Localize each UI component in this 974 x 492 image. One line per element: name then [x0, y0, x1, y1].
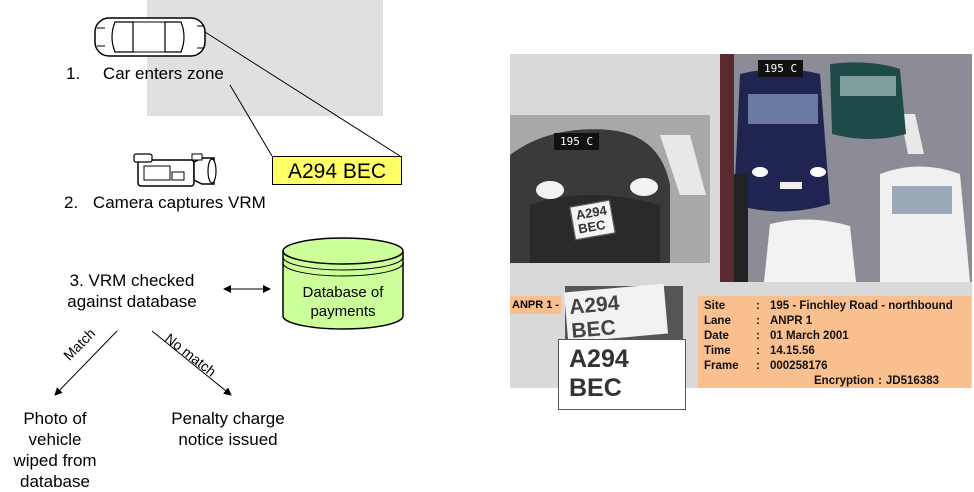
- database-icon: [282, 237, 404, 330]
- info-site-value: 195 - Finchley Road - northbound: [770, 300, 953, 312]
- bw-photo-plate-line-2: BEC: [577, 216, 607, 237]
- video-camera-icon: [133, 153, 217, 187]
- capture-info-panel: Site:195 - Finchley Road - northbound La…: [698, 296, 971, 388]
- ocr-plate-line-2: BEC: [569, 374, 622, 402]
- info-lane-value: ANPR 1: [770, 315, 813, 327]
- outcome-match-line-1: Photo of vehicle: [23, 409, 87, 449]
- info-time-key: Time: [704, 345, 731, 357]
- database-label-line-1: Database of: [302, 284, 384, 301]
- bw-camera-photo: 195 C A294 BEC: [510, 115, 710, 263]
- diagram-lines: [54, 31, 401, 396]
- info-encryption-key: Encryption: [814, 375, 875, 387]
- info-lane: Lane:ANPR 1: [704, 315, 813, 327]
- step-3-line-2: against database: [67, 292, 197, 311]
- traffic-image: [720, 54, 972, 282]
- info-site-key: Site: [704, 300, 726, 312]
- database-label-line-2: payments: [310, 303, 376, 320]
- step-3: 3. VRM checked against database: [52, 270, 212, 312]
- step-1-number: 1.: [66, 64, 81, 83]
- info-frame-value: 000258176: [770, 360, 828, 372]
- outcome-nomatch: Penalty charge notice issued: [160, 408, 296, 450]
- step-2-text: Camera captures VRM: [92, 193, 266, 212]
- info-lane-key: Lane: [704, 315, 731, 327]
- info-encryption: Encryption:JD516383: [814, 375, 939, 387]
- nomatch-arrow: [151, 330, 232, 396]
- info-frame: Frame:000258176: [704, 360, 828, 372]
- bw-car-image: [510, 115, 710, 263]
- step-2: 2. Camera captures VRM: [64, 193, 266, 213]
- ocr-plate-line-1: A294: [569, 345, 629, 373]
- color-traffic-photo: 195 C: [720, 54, 972, 282]
- lane-tag: ANPR 1 -: [510, 296, 562, 314]
- zoom-line-top: [204, 31, 401, 157]
- database-label: Database of payments: [283, 283, 403, 321]
- step-1: 1. Car enters zone: [66, 64, 224, 84]
- zoom-line-bottom: [229, 84, 273, 157]
- info-date-value: 01 March 2001: [770, 330, 849, 342]
- captured-plate: A294 BEC: [272, 156, 402, 185]
- outcome-match: Photo of vehicle wiped from database: [0, 408, 114, 492]
- plate-crop: A294 BEC: [564, 283, 668, 343]
- ocr-plate: A294 BEC: [558, 339, 686, 410]
- match-arrow: [54, 330, 118, 396]
- info-site: Site:195 - Finchley Road - northbound: [704, 300, 953, 312]
- bw-photo-plate: A294 BEC: [569, 199, 616, 241]
- info-frame-key: Frame: [704, 360, 739, 372]
- outcome-nomatch-line-1: Penalty charge: [171, 409, 285, 428]
- step-2-number: 2.: [64, 193, 79, 212]
- info-time-value: 14.15.56: [770, 345, 815, 357]
- outcome-match-line-3: database: [20, 472, 90, 491]
- color-overlay-label: 195 C: [758, 60, 804, 77]
- info-date: Date:01 March 2001: [704, 330, 849, 342]
- outcome-match-line-2: wiped from: [13, 451, 97, 470]
- outcome-nomatch-line-2: notice issued: [178, 430, 278, 449]
- info-time: Time:14.15.56: [704, 345, 815, 357]
- car-icon: [94, 17, 206, 57]
- info-date-key: Date: [704, 330, 729, 342]
- step-1-text: Car enters zone: [102, 64, 224, 83]
- bw-overlay-label: 195 C: [554, 133, 600, 150]
- info-encryption-value: JD516383: [885, 375, 939, 387]
- step-3-line-1: 3. VRM checked: [69, 271, 195, 290]
